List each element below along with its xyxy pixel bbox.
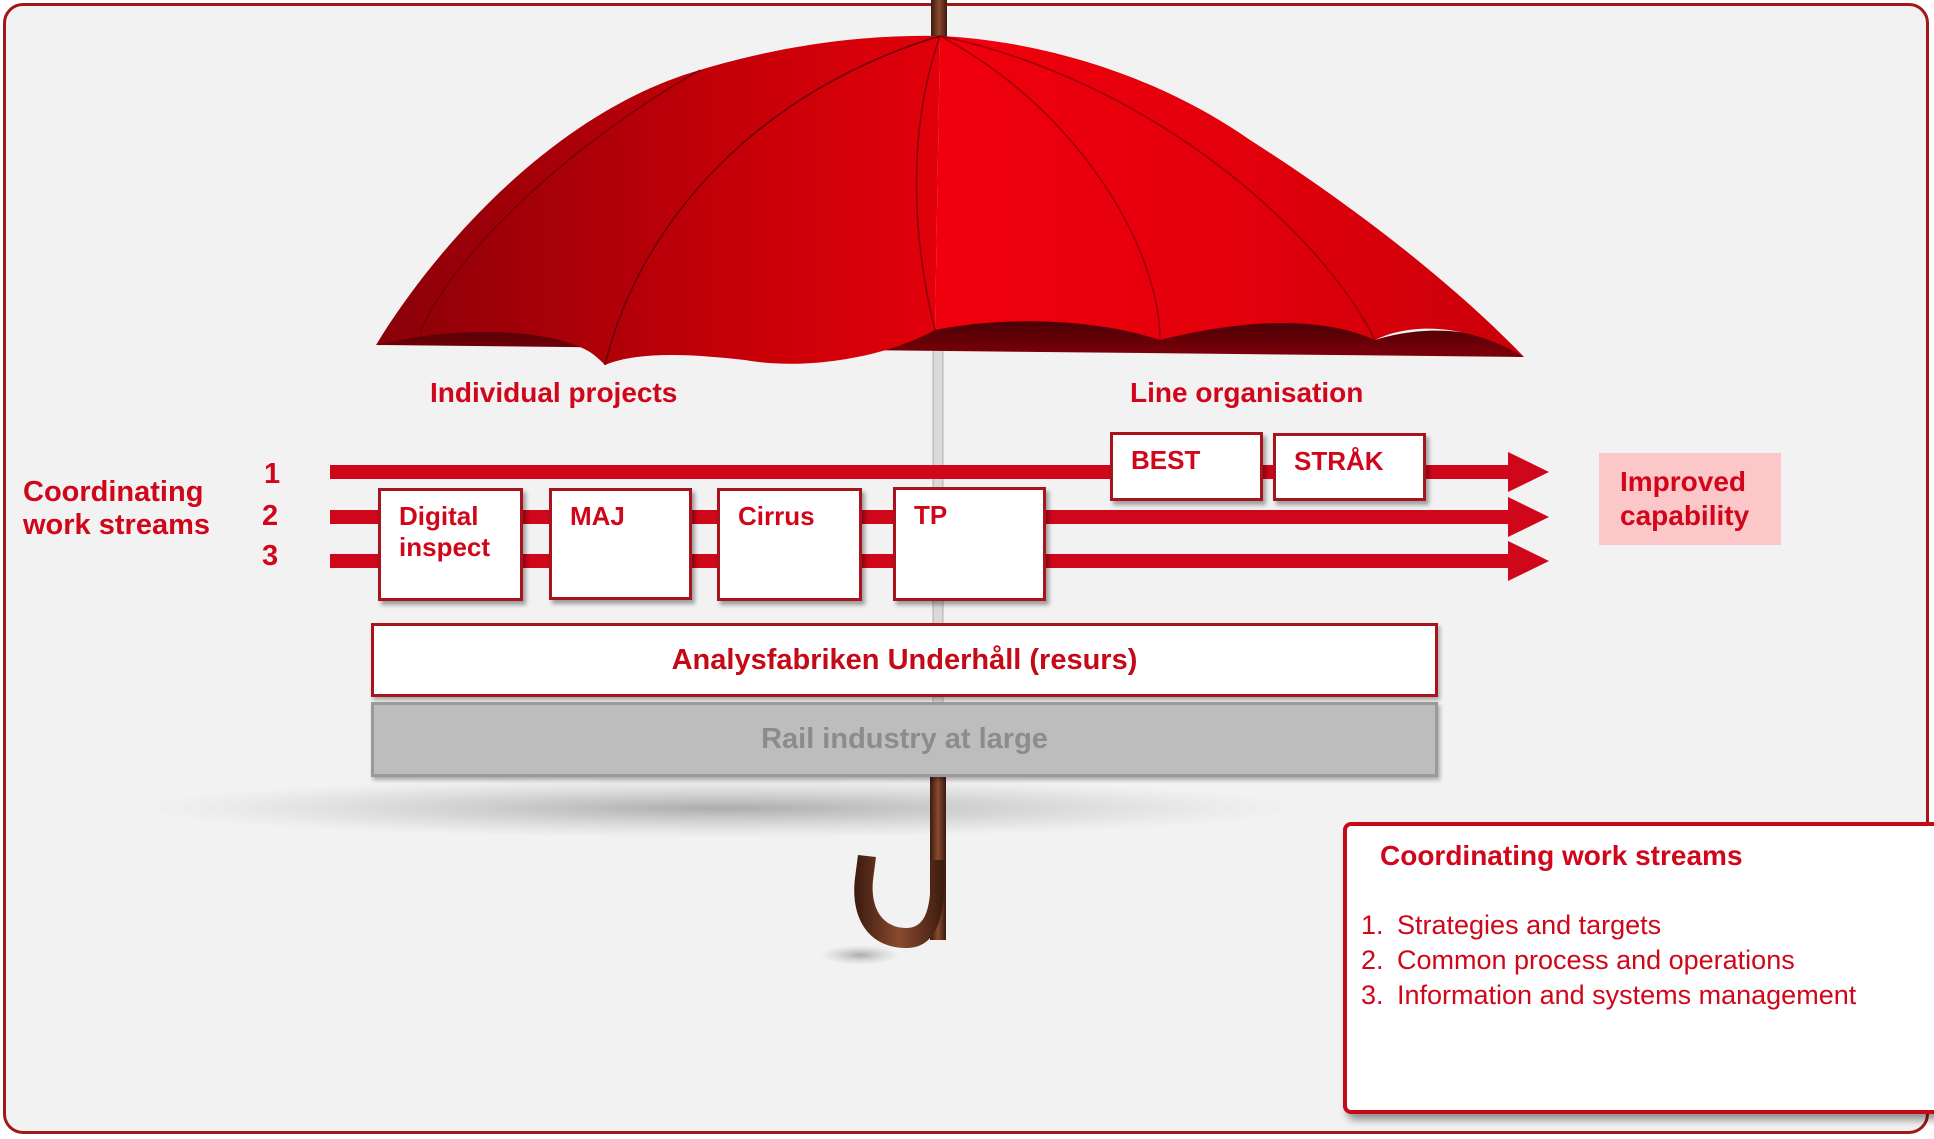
canopy-right (935, 36, 1524, 357)
tp-box: TP (893, 487, 1046, 601)
strak-box: STRÅK (1273, 433, 1426, 501)
coordinating-label-line2: work streams (23, 509, 210, 542)
work-streams-list: 1. Strategies and targets 2. Common proces… (1361, 908, 1856, 1013)
rail-industry-bar: Rail industry at large (371, 702, 1438, 777)
list-item: 3. Information and systems management (1361, 978, 1856, 1013)
canopy-rib (939, 35, 1376, 341)
cirrus-box: Cirrus (717, 488, 862, 601)
best-box: BEST (1110, 432, 1263, 501)
list-item: 1. Strategies and targets (1361, 908, 1856, 943)
digital-inspect-line1: Digital (399, 501, 479, 531)
stream-number-2: 2 (262, 500, 279, 532)
stream-number-1: 1 (264, 458, 281, 490)
coordinating-label-line1: Coordinating (23, 476, 204, 508)
list-item-text: Common process and operations (1397, 945, 1795, 975)
infobox-title: Coordinating work streams (1380, 840, 1743, 871)
list-item-text: Strategies and targets (1397, 910, 1662, 940)
improved-line2: capability (1620, 499, 1750, 531)
coordinating-work-streams-infobox: Coordinating work streams 1. Strategies a… (1343, 822, 1934, 1114)
line-organisation-label: Line organisation (1130, 377, 1364, 408)
umbrella-tip (931, 0, 947, 42)
maj-box: MAJ (549, 488, 692, 600)
canopy-rib (604, 35, 941, 366)
individual-projects-label: Individual projects (430, 377, 678, 408)
ground-shadow (140, 778, 1300, 838)
list-item: 2. Common process and operations (1361, 943, 1856, 978)
canopy-left (376, 35, 940, 365)
umbrella-hook-handle (854, 855, 945, 948)
improved-line1: Improved (1620, 466, 1747, 497)
handle-shadow (820, 945, 900, 965)
analysfabriken-bar: Analysfabriken Underhåll (resurs) (371, 623, 1438, 697)
canopy-rib (915, 35, 941, 331)
list-item-number: 3. (1361, 980, 1384, 1010)
canopy-rib (419, 69, 701, 333)
list-item-text: Information and systems management (1397, 980, 1857, 1010)
digital-inspect-box: Digital inspect (378, 488, 523, 601)
canopy-rib (939, 35, 1161, 341)
coordinating-work-streams-label: Coordinating work streams (23, 476, 210, 543)
improved-capability-label: Improved capability (1599, 453, 1781, 545)
list-item-number: 1. (1361, 910, 1384, 940)
digital-inspect-line2: inspect (399, 532, 491, 563)
stream-number-3: 3 (262, 540, 279, 572)
list-item-number: 2. (1361, 945, 1384, 975)
